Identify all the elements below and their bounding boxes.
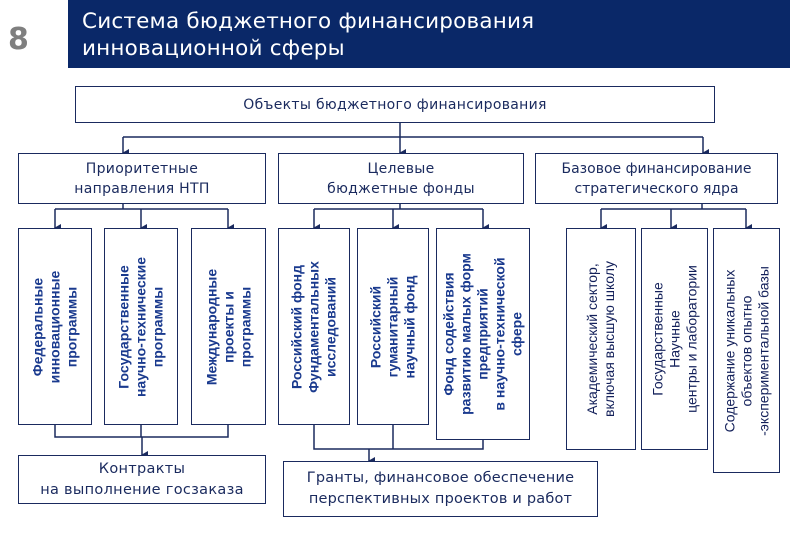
outcome-label: Контракты на выполнение госзаказа — [40, 460, 244, 498]
child-label: Государственные Научные центры и лаборат… — [649, 265, 699, 413]
child-label: Академический сектор, включая высшую шко… — [584, 261, 617, 417]
branch-label: Базовое финансирование стратегического я… — [561, 160, 752, 197]
child-box-state-programs: Государственные научно-технические прогр… — [104, 228, 178, 425]
child-box-experimental-base: Содержание уникальных объектов опытно -э… — [713, 228, 780, 473]
outcome-box-grants: Гранты, финансовое обеспечение перспекти… — [283, 461, 598, 517]
branch-box-target-funds: Целевые бюджетные фонды — [278, 153, 524, 204]
title-bar: Система бюджетного финансирования иннова… — [68, 0, 790, 68]
root-label: Объекты бюджетного финансирования — [243, 96, 547, 113]
child-box-state-research-centers: Государственные Научные центры и лаборат… — [641, 228, 708, 450]
child-label: Международные проекты и программы — [203, 268, 253, 385]
connector-group-1-bus — [54, 425, 229, 438]
child-box-academic-sector: Академический сектор, включая высшую шко… — [566, 228, 636, 450]
branch-label: Целевые бюджетные фонды — [327, 160, 475, 197]
child-label: Федеральные инновационные программы — [29, 270, 80, 383]
branch-box-base-financing: Базовое финансирование стратегического я… — [535, 153, 778, 204]
outcome-label: Гранты, финансовое обеспечение перспекти… — [306, 470, 575, 507]
root-box: Объекты бюджетного финансирования — [75, 86, 715, 123]
child-label: Государственные научно-технические прогр… — [115, 256, 166, 397]
child-label: Российский гуманитарный научный фонд — [367, 274, 418, 379]
slide-title-line-2: инновационной сферы — [82, 36, 345, 61]
child-box-rgnf: Российский гуманитарный научный фонд — [357, 228, 429, 425]
child-label: Российский фонд Фундаментальных исследов… — [288, 260, 339, 393]
child-box-small-business-fund: Фонд содействия развитию малых форм пред… — [436, 228, 530, 440]
child-label: Фонд содействия развитию малых форм пред… — [440, 253, 525, 415]
outcome-box-contracts: Контракты на выполнение госзаказа — [18, 455, 266, 504]
child-box-international-projects: Международные проекты и программы — [191, 228, 266, 425]
child-label: Содержание уникальных объектов опытно -э… — [721, 265, 771, 436]
branch-box-priority-directions: Приоритетные направления НТП — [18, 153, 266, 204]
child-box-federal-programs: Федеральные инновационные программы — [18, 228, 92, 425]
child-box-rffi: Российский фонд Фундаментальных исследов… — [278, 228, 350, 425]
slide-number: 8 — [8, 22, 29, 57]
slide-title-line-1: Система бюджетного финансирования — [82, 9, 535, 34]
branch-label: Приоритетные направления НТП — [74, 160, 210, 197]
slide-title: Система бюджетного финансирования иннова… — [82, 8, 534, 62]
